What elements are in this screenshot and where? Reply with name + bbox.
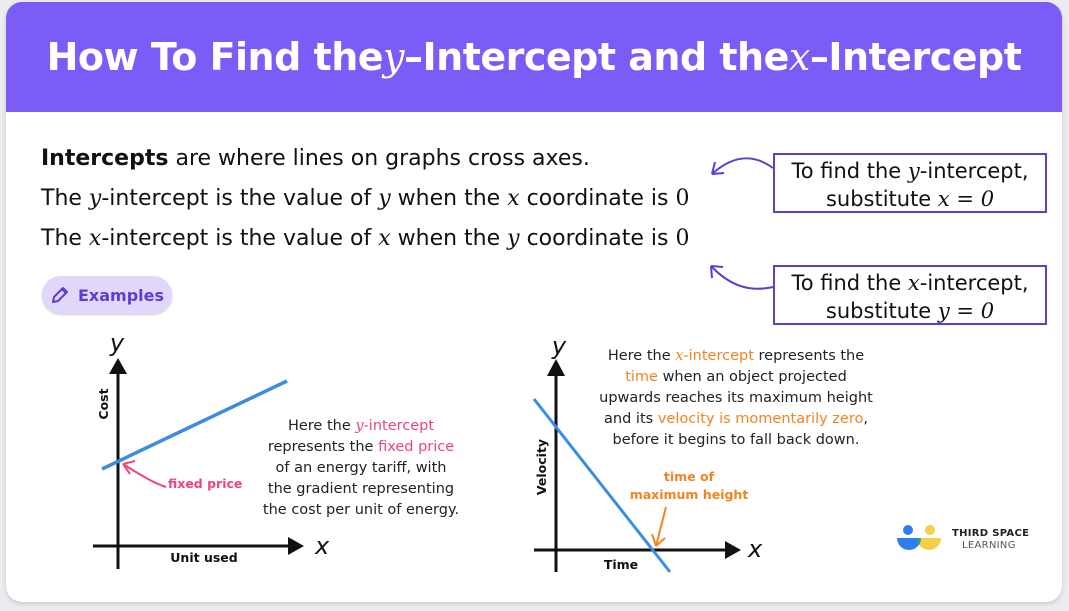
graph2-y-label: Velocity — [534, 439, 549, 495]
callout-arrowhead-1 — [711, 161, 725, 175]
graph1-y-arrowhead — [109, 358, 127, 374]
annotation-line-2: maximum height — [630, 487, 749, 502]
time-of-max-height-arrow — [651, 506, 667, 547]
intro-text: are where lines on graphs cross axes. — [168, 146, 590, 171]
intro-line-2: The y-intercept is the value of y when t… — [41, 186, 690, 211]
graph1-y-label: Cost — [96, 388, 111, 419]
graph2-x-label: Time — [604, 557, 638, 572]
fixed-price-label: fixed price — [168, 476, 242, 491]
graph1-x-arrowhead — [288, 537, 304, 555]
fixed-price-arrow — [122, 460, 167, 488]
graph2-x-symbol: x — [747, 535, 763, 563]
graph-1: fixed price Unit used Cost y x — [93, 329, 330, 569]
title-text: –Intercept and the — [404, 35, 789, 79]
title-var-y: y — [383, 35, 404, 79]
graph2-description: Here the x-intercept represents the time… — [599, 348, 873, 448]
graph2-y-arrowhead — [547, 359, 565, 376]
graph2-x-arrowhead — [725, 541, 741, 559]
pencil-icon — [51, 287, 68, 303]
graph1-x-label: Unit used — [170, 550, 237, 565]
graph2-y-symbol: y — [551, 332, 567, 360]
callout-y-intercept: To find the y-intercept, substitute x = … — [773, 153, 1047, 213]
graph1-x-symbol: x — [314, 532, 330, 560]
graph-2: time of maximum height Time Velocity y x — [532, 332, 763, 573]
lesson-card: How To Find the y–Intercept and the x–In… — [6, 2, 1062, 602]
examples-button[interactable]: Examples — [42, 276, 172, 314]
title-text: –Intercept — [809, 35, 1022, 79]
intro-line-3: The x-intercept is the value of x when t… — [41, 226, 690, 251]
intro-line-1: Intercepts are where lines on graphs cro… — [41, 146, 590, 171]
page-title: How To Find the y–Intercept and the x–In… — [6, 2, 1062, 112]
graph1-line — [101, 379, 288, 471]
callout-x-intercept: To find the x-intercept, substitute y = … — [773, 265, 1047, 325]
callout-arrow-1 — [711, 157, 774, 175]
intro-bold: Intercepts — [41, 146, 169, 171]
callout-arrow-2 — [710, 265, 774, 290]
logo-icon — [897, 525, 941, 550]
examples-label: Examples — [77, 285, 165, 305]
graph1-description: Here the y-intercept represents the fixe… — [262, 418, 460, 518]
title-text: How To Find the — [46, 35, 384, 79]
graph2-line — [532, 398, 672, 573]
annotation-line-1: time of — [664, 469, 715, 484]
diagram-graphics: fixed price Unit used Cost y x time of m… — [93, 157, 774, 573]
graph1-y-symbol: y — [109, 329, 125, 357]
callout-arrowhead-2 — [710, 265, 724, 279]
title-var-x: x — [788, 35, 810, 79]
